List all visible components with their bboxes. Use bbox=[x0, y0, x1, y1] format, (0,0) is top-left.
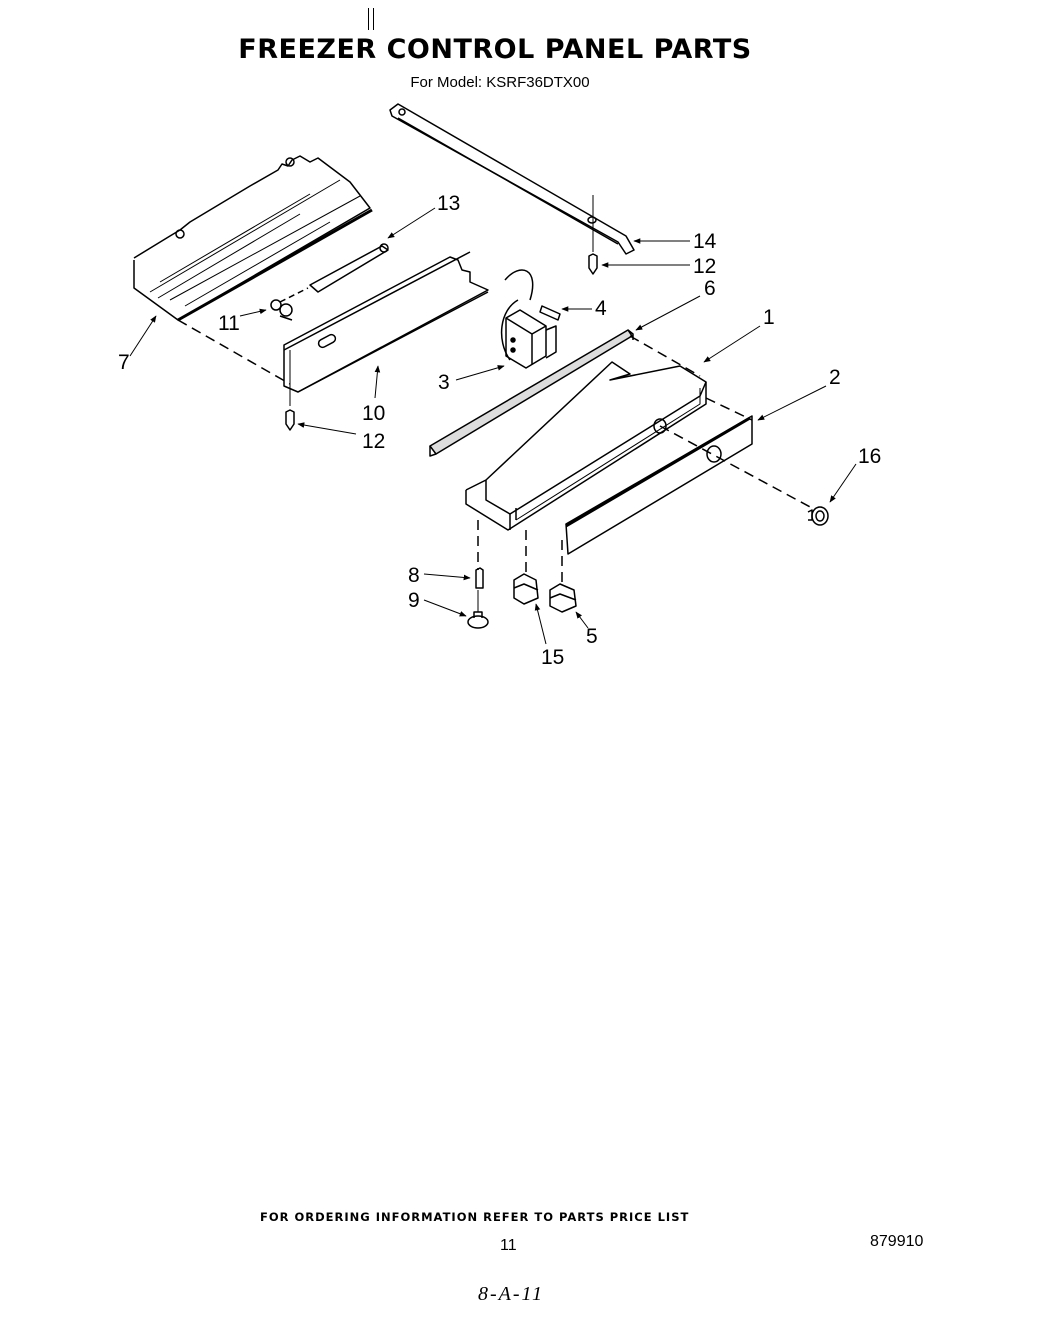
margin-mark bbox=[368, 8, 374, 30]
part-7-baffle bbox=[133, 155, 373, 322]
callout-13: 13 bbox=[437, 192, 461, 215]
handwritten-note: 8-A-11 bbox=[478, 1283, 545, 1305]
part-9-grommet bbox=[467, 590, 489, 629]
part-12-screw bbox=[588, 195, 598, 275]
callout-9: 9 bbox=[408, 589, 420, 612]
callout-12: 12 bbox=[693, 255, 717, 278]
part-12-screw bbox=[285, 409, 295, 431]
part-1-housing bbox=[465, 361, 707, 531]
page-number: 11 bbox=[500, 1237, 517, 1254]
part-11-clip bbox=[270, 299, 293, 321]
part-10-bracket bbox=[283, 251, 489, 393]
assembly-lines bbox=[477, 335, 813, 582]
assembly-line bbox=[177, 319, 291, 385]
callout-6: 6 bbox=[704, 277, 716, 300]
callout-7: 7 bbox=[118, 351, 130, 374]
part-16-knob bbox=[807, 506, 829, 526]
callout-8: 8 bbox=[408, 564, 420, 587]
callout-2: 2 bbox=[829, 366, 841, 389]
part-4-screw bbox=[539, 305, 561, 321]
part-3-thermostat bbox=[500, 269, 557, 369]
callout-1: 1 bbox=[763, 306, 775, 329]
page-title: FREEZER CONTROL PANEL PARTS bbox=[238, 34, 752, 65]
part-15-switch bbox=[513, 573, 539, 605]
callout-14: 14 bbox=[693, 230, 717, 253]
part-8-pin bbox=[475, 567, 484, 589]
part-2-panel bbox=[565, 415, 753, 555]
callout-15: 15 bbox=[541, 646, 565, 669]
leader-lines bbox=[129, 207, 857, 645]
model-label: For Model: KSRF36DTX00 bbox=[410, 74, 590, 91]
callout-4: 4 bbox=[595, 297, 607, 320]
callout-3: 3 bbox=[438, 371, 450, 394]
callout-12: 12 bbox=[362, 430, 386, 453]
callout-11: 11 bbox=[218, 312, 240, 335]
part-5-switch bbox=[549, 583, 577, 613]
part-14-rail bbox=[389, 103, 635, 255]
callout-5: 5 bbox=[586, 625, 598, 648]
callout-10: 10 bbox=[362, 402, 386, 425]
part-13-sensor bbox=[279, 243, 389, 303]
ordering-note: FOR ORDERING INFORMATION REFER TO PARTS … bbox=[260, 1210, 690, 1224]
document-number: 879910 bbox=[870, 1233, 924, 1250]
callout-16: 16 bbox=[858, 445, 882, 468]
